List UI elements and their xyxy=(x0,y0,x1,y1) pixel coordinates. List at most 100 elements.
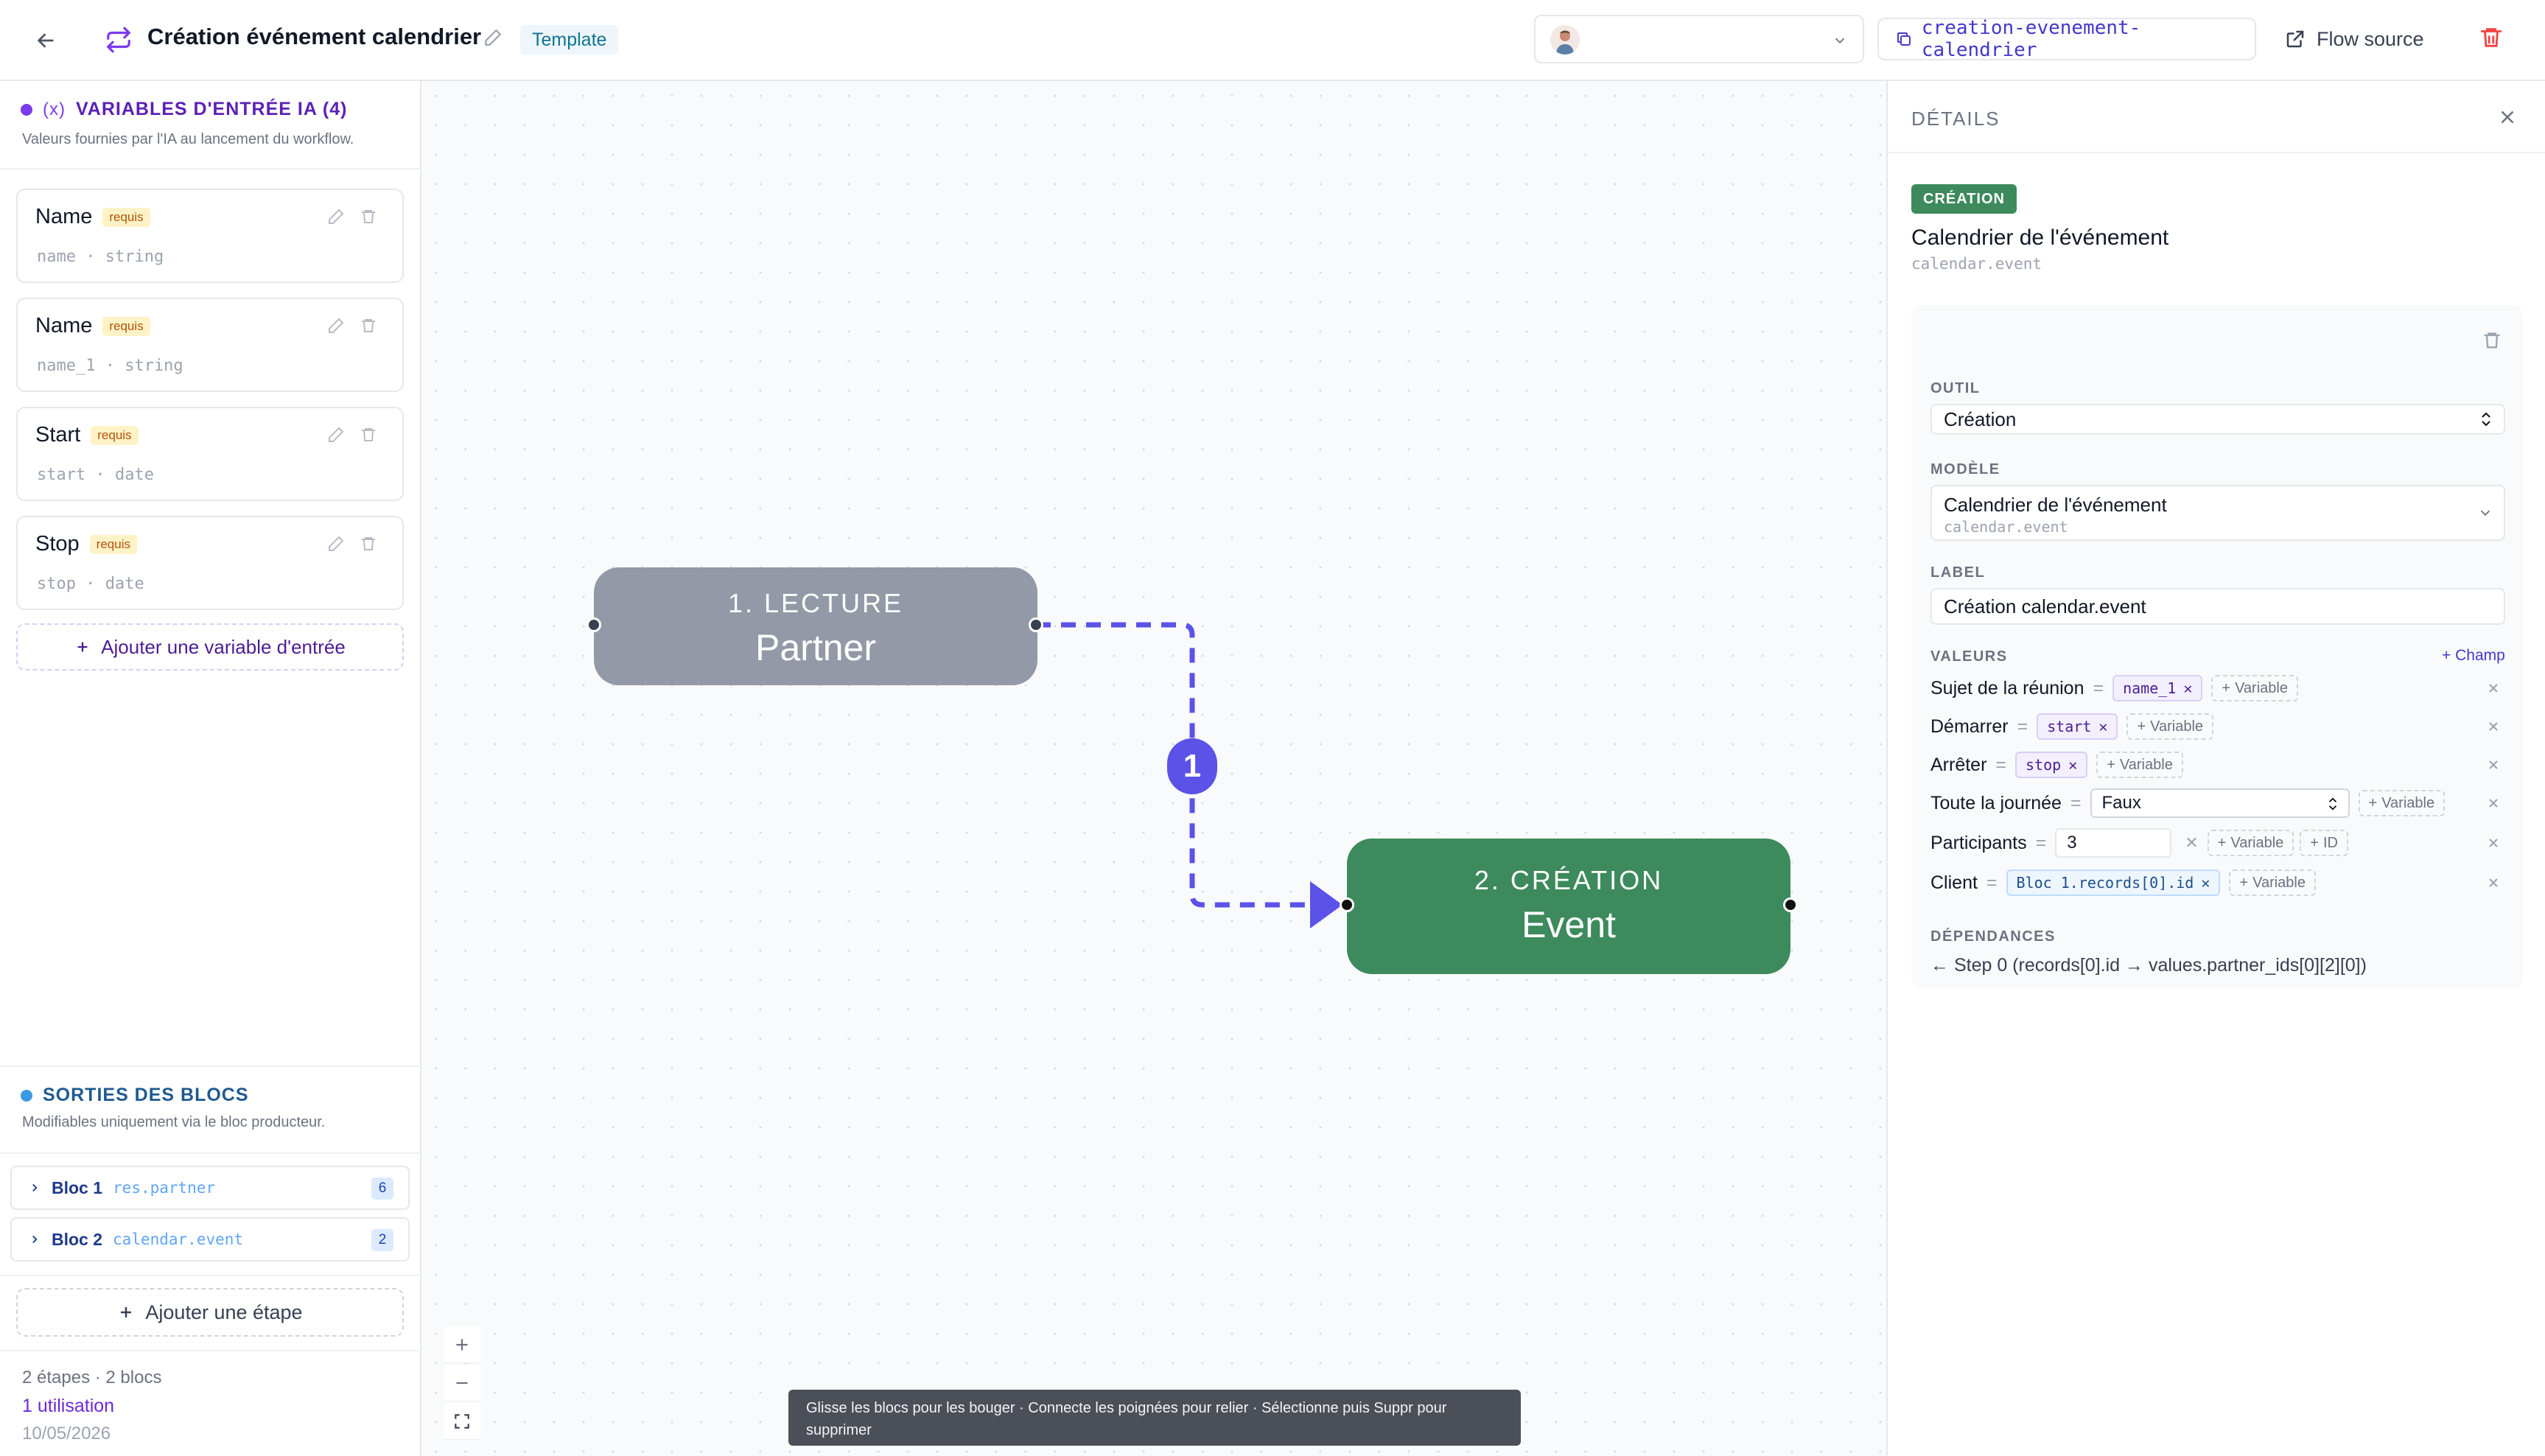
bloc-count-badge: 6 xyxy=(371,1177,393,1200)
edit-pencil-icon[interactable] xyxy=(327,317,346,336)
chip-remove-icon[interactable]: ✕ xyxy=(2068,756,2078,774)
fit-view-button[interactable] xyxy=(444,1403,480,1440)
add-id-button[interactable]: + ID xyxy=(2300,830,2348,856)
value-row: Toute la journée= Faux + Variable xyxy=(1930,787,2505,819)
chip-remove-icon[interactable]: ✕ xyxy=(2201,874,2210,892)
add-step-button[interactable]: Ajouter une étape xyxy=(16,1288,404,1337)
delete-step-trash-icon[interactable] xyxy=(2482,330,2504,352)
add-field-button[interactable]: + Champ xyxy=(2442,647,2505,664)
add-input-variable-label: Ajouter une variable d'entrée xyxy=(101,635,346,658)
number-input[interactable]: 3 xyxy=(2055,828,2172,858)
label-value: Création calendar.event xyxy=(1944,595,2146,617)
divider xyxy=(0,1275,421,1276)
required-badge: requis xyxy=(102,316,150,336)
remove-row-icon[interactable] xyxy=(2486,796,2501,811)
bloc-output-row[interactable]: Bloc 2 calendar.event 2 xyxy=(10,1217,410,1261)
add-variable-label: Variable xyxy=(2119,756,2173,773)
boolean-select[interactable]: Faux xyxy=(2090,788,2350,818)
chevron-right-icon xyxy=(32,1235,38,1244)
slug-copy-button[interactable]: creation-evenement-calendrier xyxy=(1877,17,2256,61)
add-variable-label: Variable xyxy=(2381,794,2435,811)
delete-trash-icon[interactable] xyxy=(360,535,379,554)
details-title: DÉTAILS xyxy=(1911,108,2000,130)
field-name: Client xyxy=(1930,872,1978,893)
tool-select[interactable]: Création xyxy=(1930,404,2505,435)
edit-pencil-icon[interactable] xyxy=(327,535,346,554)
flow-source-link[interactable]: Flow source xyxy=(2284,18,2424,60)
bloc-name: Bloc 2 xyxy=(52,1229,103,1249)
add-variable-button[interactable]: + Variable xyxy=(2126,713,2214,740)
delete-trash-icon[interactable] xyxy=(360,208,379,227)
add-variable-button[interactable]: + Variable xyxy=(2358,790,2446,816)
canvas-hint-toast: Glisse les blocs pour les bouger · Conne… xyxy=(788,1390,1521,1446)
variable-name: Start xyxy=(35,423,81,447)
minus-icon xyxy=(456,1382,468,1384)
node-creation-event[interactable]: 2. CRÉATION Event xyxy=(1347,839,1790,974)
user-selector[interactable] xyxy=(1534,15,1864,63)
model-label: MODÈLE xyxy=(1930,461,2000,477)
plus-icon xyxy=(456,1338,468,1351)
zoom-in-button[interactable] xyxy=(444,1326,480,1363)
remove-row-icon[interactable] xyxy=(2486,875,2501,890)
add-variable-button[interactable]: + Variable xyxy=(2211,675,2298,701)
node-kind: 2. CRÉATION xyxy=(1474,865,1664,895)
step-model-tech: calendar.event xyxy=(1911,255,2042,273)
delete-workflow-trash-icon[interactable] xyxy=(2479,25,2505,52)
usage-link[interactable]: 1 utilisation xyxy=(22,1396,115,1416)
remove-row-icon[interactable] xyxy=(2486,719,2501,734)
chevron-right-icon xyxy=(32,1183,38,1192)
chip-remove-icon[interactable]: ✕ xyxy=(2183,679,2193,697)
avatar xyxy=(1550,25,1580,55)
value-row: Client= Bloc 1.records[0].id✕ + Variable xyxy=(1930,867,2505,899)
required-badge: requis xyxy=(91,425,139,445)
variable-name: Stop xyxy=(35,532,80,556)
add-input-variable-button[interactable]: Ajouter une variable d'entrée xyxy=(16,623,404,671)
remove-row-icon[interactable] xyxy=(2486,681,2501,696)
chip-remove-icon[interactable]: ✕ xyxy=(2098,718,2108,735)
bloc-output-row[interactable]: Bloc 1 res.partner 6 xyxy=(10,1166,410,1210)
node-lecture-partner[interactable]: 1. LECTURE Partner xyxy=(594,567,1037,685)
edit-pencil-icon[interactable] xyxy=(327,208,346,227)
required-badge: requis xyxy=(102,207,150,227)
clear-icon[interactable]: ✕ xyxy=(2185,833,2199,852)
rename-pencil-icon[interactable] xyxy=(483,28,505,50)
variable-chip[interactable]: name_1✕ xyxy=(2112,675,2203,701)
edge-step-label[interactable]: 1 xyxy=(1167,738,1217,794)
model-select[interactable]: Calendrier de l'événement calendar.event xyxy=(1930,485,2505,541)
close-icon[interactable] xyxy=(2496,106,2520,130)
outputs-title: SORTIES DES BLOCS xyxy=(43,1085,249,1105)
variable-key: stop · date xyxy=(37,575,144,593)
node-input-handle[interactable] xyxy=(587,617,601,632)
delete-trash-icon[interactable] xyxy=(360,317,379,336)
add-variable-button[interactable]: + Variable xyxy=(2229,869,2316,896)
add-variable-button[interactable]: + Variable xyxy=(2096,752,2183,778)
node-output-handle[interactable] xyxy=(1029,617,1043,632)
node-input-handle[interactable] xyxy=(1340,897,1354,912)
workflow-icon xyxy=(105,26,134,55)
edit-pencil-icon[interactable] xyxy=(327,426,346,445)
add-variable-label: Variable xyxy=(2230,834,2284,851)
node-output-handle[interactable] xyxy=(1783,897,1798,912)
chevron-down-icon xyxy=(2480,510,2490,517)
label-input[interactable]: Création calendar.event xyxy=(1930,588,2505,625)
outputs-section-header: SORTIES DES BLOCS xyxy=(21,1085,249,1106)
field-name: Sujet de la réunion xyxy=(1930,677,2084,699)
remove-row-icon[interactable] xyxy=(2486,757,2501,772)
flow-canvas[interactable]: 1 1. LECTURE Partner 2. CRÉATION Event G… xyxy=(421,81,1886,1456)
select-value: Faux xyxy=(2101,793,2141,813)
variable-chip[interactable]: stop✕ xyxy=(2015,752,2088,778)
tool-value: Création xyxy=(1944,407,2017,430)
add-variable-button[interactable]: + Variable xyxy=(2207,830,2294,856)
remove-row-icon[interactable] xyxy=(2486,836,2501,850)
inputs-section-header: (x) VARIABLES D'ENTRÉE IA (4) xyxy=(21,99,347,120)
delete-trash-icon[interactable] xyxy=(360,426,379,445)
bloc-name: Bloc 1 xyxy=(52,1177,103,1197)
variable-chip[interactable]: start✕ xyxy=(2037,713,2118,740)
back-arrow-icon[interactable] xyxy=(29,24,62,57)
zoom-out-button[interactable] xyxy=(444,1365,480,1401)
reference-chip[interactable]: Bloc 1.records[0].id✕ xyxy=(2006,869,2221,896)
